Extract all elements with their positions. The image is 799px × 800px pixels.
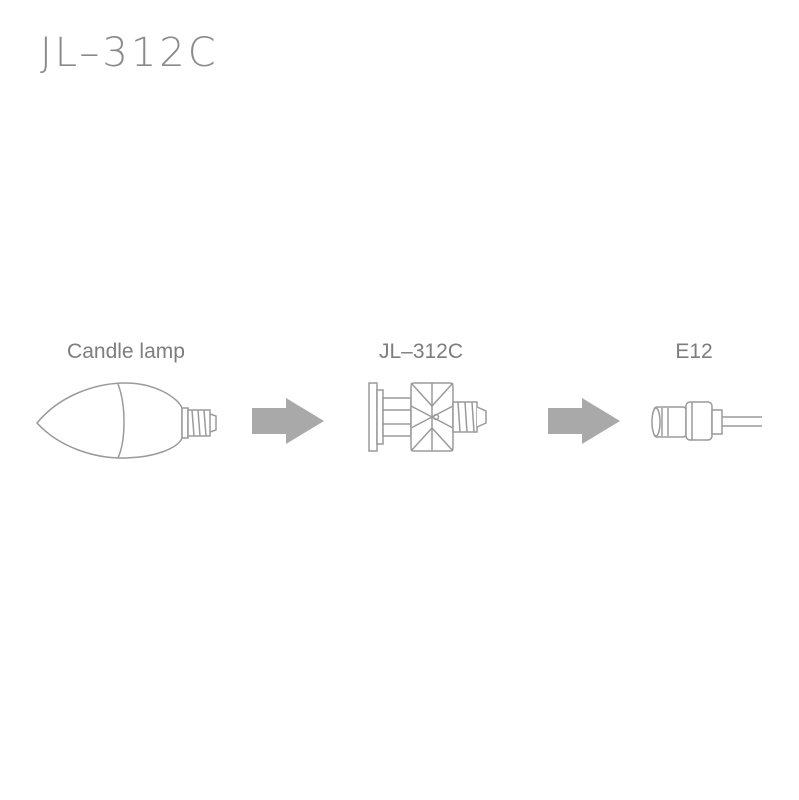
arrow-right-icon [252, 398, 324, 444]
candle-bulb-icon [36, 382, 217, 459]
page-title: JL–312C [40, 30, 219, 76]
adapter-label: JL–312C [378, 340, 464, 363]
socket-cable-icon [651, 401, 762, 441]
adapter-icon [368, 382, 487, 452]
e12-label: E12 [675, 340, 713, 363]
candle-lamp-label: Candle lamp [67, 340, 185, 363]
arrow-right-icon [548, 398, 620, 444]
